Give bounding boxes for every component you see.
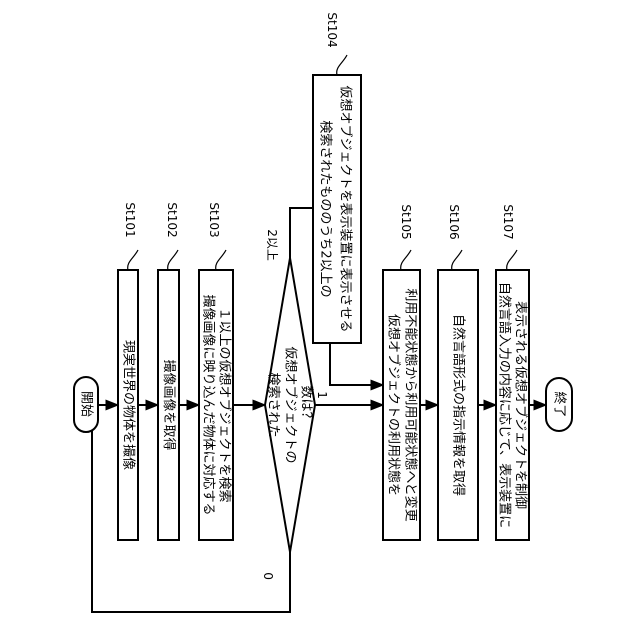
st101-label: St101 [123, 202, 137, 237]
st103-text-line2: １以上の仮想オブジェクトを検索 [217, 307, 233, 502]
end-label: 終了 [552, 391, 568, 417]
step-st101: 現実世界の物体を撮像 St101 [118, 202, 138, 540]
st107-label: St107 [501, 204, 515, 239]
st102-label: St102 [165, 202, 179, 237]
start-label: 開始 [79, 391, 94, 417]
st102-text: 撮像画像を取得 [161, 359, 177, 450]
step-st102: 撮像画像を取得 St102 [158, 202, 179, 540]
st104-label: St104 [325, 12, 339, 47]
decision-count: 検索された 仮想オブジェクトの 数は？ [265, 258, 315, 552]
st106-text: 自然言語形式の指示情報を取得 [451, 314, 467, 496]
st103-text-line1: 撮像画像に映り込んだ物体に対応する [201, 294, 217, 515]
st104-text-line2: 仮想オブジェクトを表示装置に表示させる [338, 85, 354, 332]
branch-label-zero: 0 [261, 572, 275, 580]
st101-text: 現実世界の物体を撮像 [121, 340, 137, 470]
step-st107: 自然言語入力の内容に応じて、表示装置に 表示される仮想オブジェクトを制御 St1… [496, 204, 529, 540]
st105-text-line2: 利用不能状態から利用可能状態へと変更 [403, 288, 419, 521]
branch-label-two-or-more: 2以上 [265, 229, 279, 261]
st107-text-line1: 自然言語入力の内容に応じて、表示装置に [497, 282, 513, 528]
step-st105: 仮想オブジェクトの利用状態を 利用不能状態から利用可能状態へと変更 St105 [383, 204, 420, 540]
st104-text-line1: 検索されたもののうち2以上の [318, 120, 333, 297]
start-terminal: 開始 [74, 377, 98, 432]
st103-label: St103 [207, 202, 221, 237]
st107-text-line2: 表示される仮想オブジェクトを制御 [513, 301, 529, 509]
decision-text-line3: 数は？ [299, 385, 314, 424]
end-terminal: 終了 [546, 378, 572, 431]
st105-text-line1: 仮想オブジェクトの利用状態を [386, 314, 402, 496]
decision-text-line1: 検索された [266, 372, 281, 437]
st106-label: St106 [447, 204, 461, 239]
step-st106: 自然言語形式の指示情報を取得 St106 [438, 204, 478, 540]
step-st104: 検索されたもののうち2以上の 仮想オブジェクトを表示装置に表示させる St104 [313, 12, 361, 343]
step-st103: 撮像画像に映り込んだ物体に対応する １以上の仮想オブジェクトを検索 St103 [199, 202, 233, 540]
branch-label-one: 1 [315, 391, 329, 399]
decision-text-line2: 仮想オブジェクトの [283, 346, 299, 463]
st105-label: St105 [399, 204, 413, 239]
